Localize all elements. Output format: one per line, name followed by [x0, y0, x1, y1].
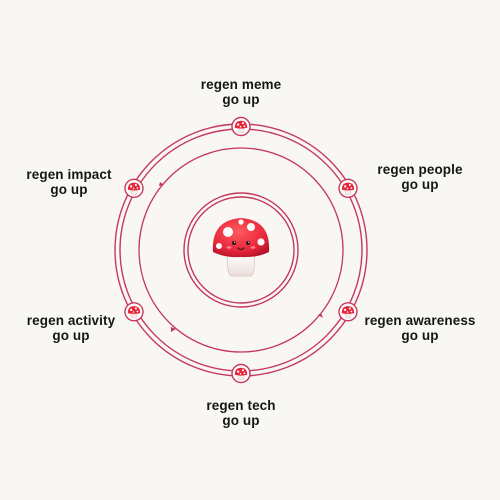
- node-label-line1: regen impact: [26, 167, 112, 182]
- node-badge-meme: [231, 116, 251, 137]
- arrow-mark-3: [171, 327, 176, 332]
- node-label-line2: go up: [50, 182, 88, 197]
- node-label-line1: regen people: [377, 162, 463, 177]
- node-badge-awareness: [338, 302, 358, 322]
- node-label-line1: regen awareness: [364, 313, 476, 328]
- node-badge-tech: [231, 363, 251, 384]
- center-mushroom-icon: [212, 218, 270, 277]
- arrow-mark-2: [318, 313, 323, 318]
- node-label-line1: regen meme: [200, 77, 282, 92]
- node-label-line2: go up: [52, 328, 90, 343]
- node-badge-activity: [124, 302, 144, 322]
- node-label-line1: regen tech: [206, 398, 276, 413]
- node-label-line1: regen activity: [26, 313, 116, 328]
- arrow-mark-1: [159, 182, 164, 186]
- node-badge-impact: [124, 178, 144, 199]
- node-label-line2: go up: [401, 328, 439, 343]
- node-label-line2: go up: [401, 177, 439, 192]
- inner-ring-b: [187, 196, 295, 304]
- node-badge-people: [338, 178, 358, 199]
- node-label-line2: go up: [222, 413, 260, 428]
- node-label-line2: go up: [222, 92, 260, 107]
- middle-ring: [138, 147, 344, 353]
- inner-ring-a: [183, 192, 299, 308]
